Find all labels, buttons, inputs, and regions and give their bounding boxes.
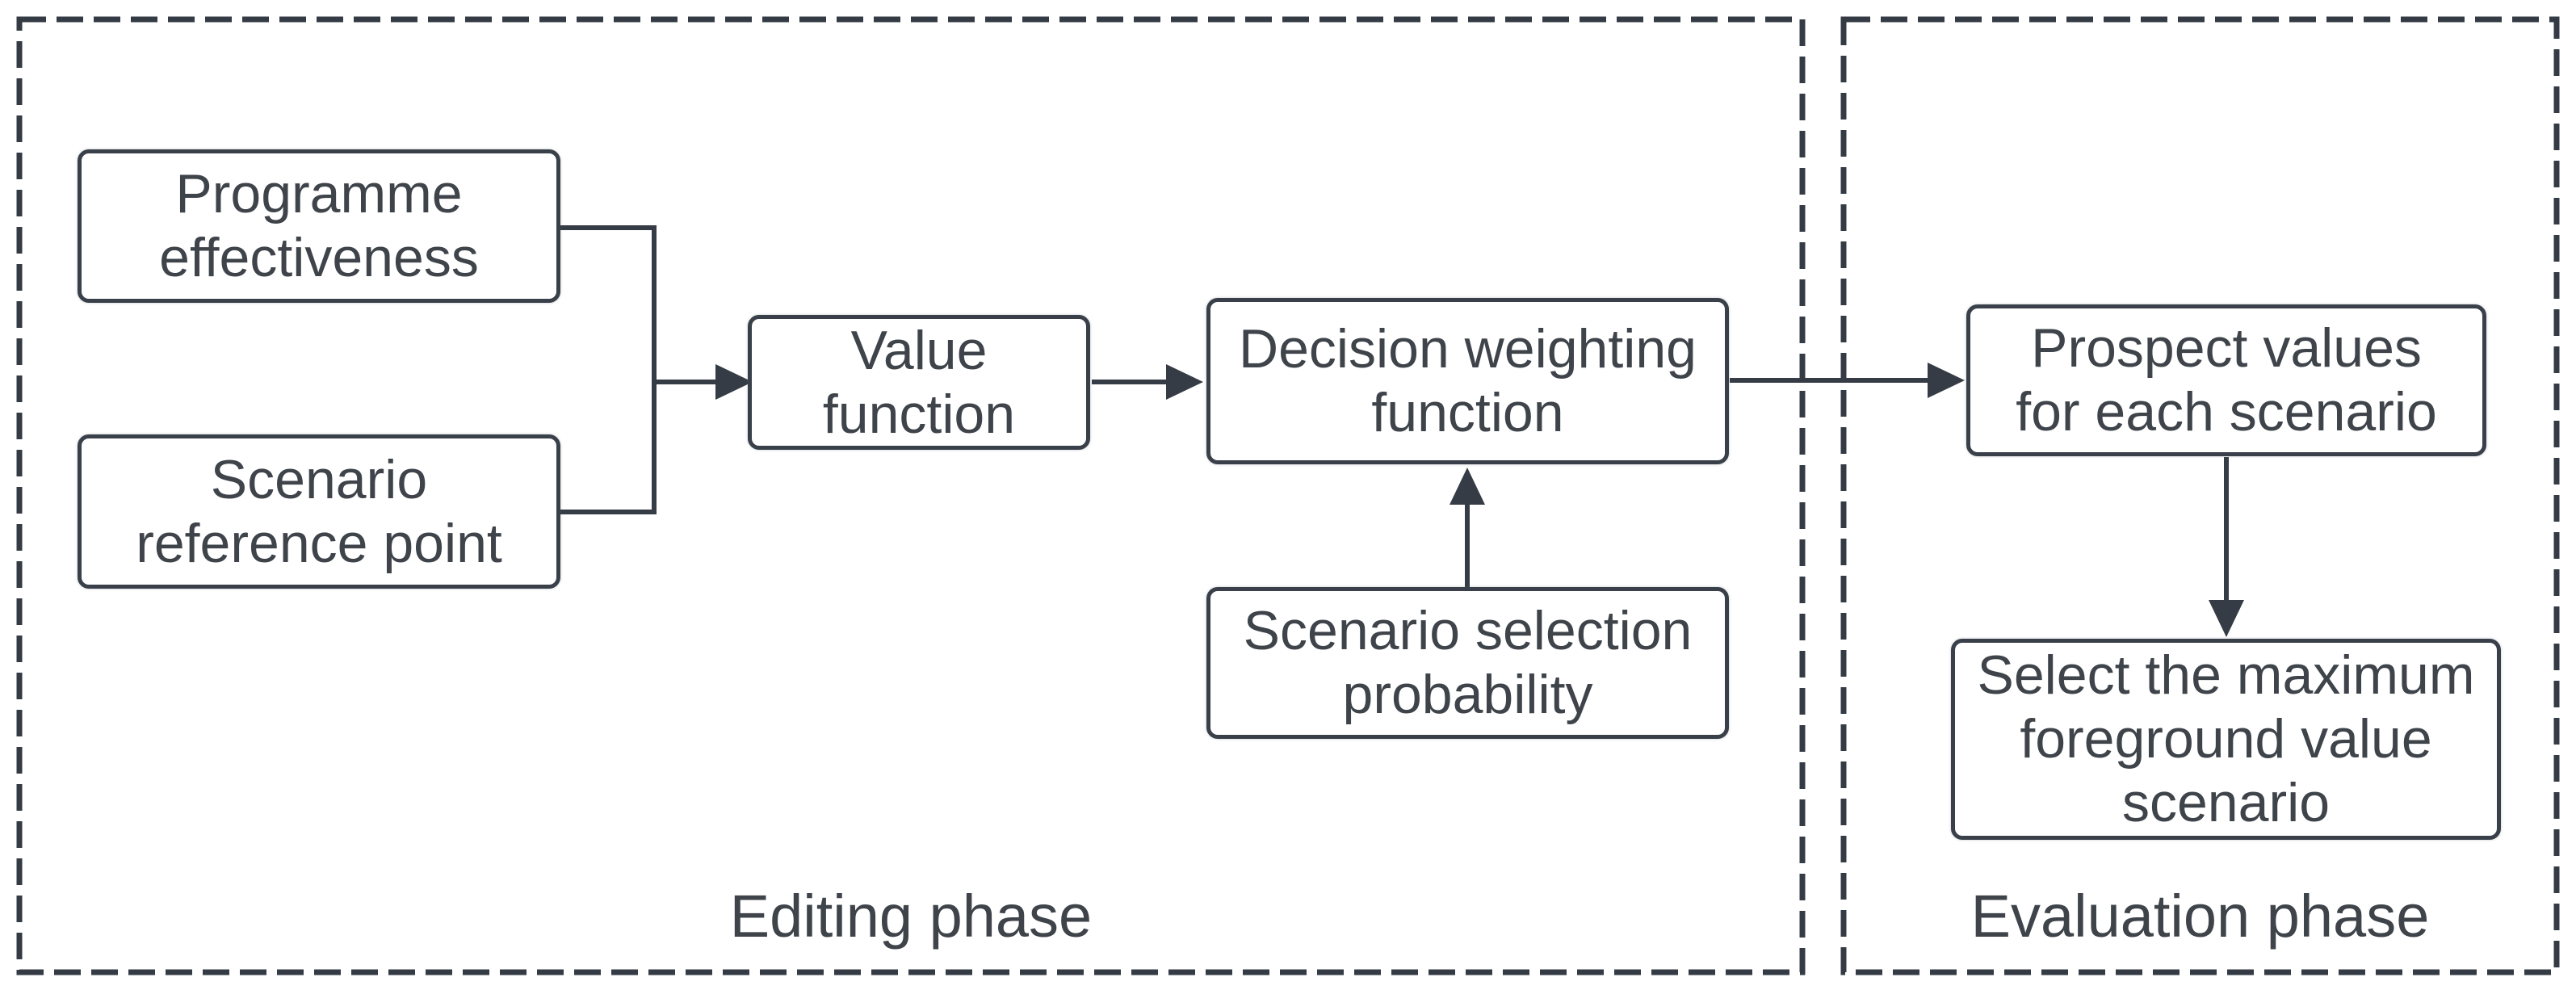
editing-phase-border — [16, 16, 1806, 975]
edge-merge-bracket — [560, 225, 657, 514]
node-label-line: Select the maximum — [1977, 644, 2475, 707]
node-decision-weighting-function: Decision weighting function — [1206, 298, 1729, 464]
node-label-line: function — [1371, 382, 1564, 443]
evaluation-phase-label: Evaluation phase — [1970, 883, 2430, 950]
arrowhead-right-icon — [1928, 363, 1965, 398]
edge-probability-to-decision — [1450, 468, 1485, 587]
node-label-line: Scenario — [210, 448, 428, 510]
node-value-function: Value function — [748, 315, 1090, 450]
node-label-line: effectiveness — [159, 227, 479, 288]
edge-prospect-to-select — [2209, 457, 2244, 637]
node-label-line: for each scenario — [2016, 381, 2437, 443]
edge-decision-to-prospect — [1730, 363, 1965, 398]
node-label-line: function — [822, 383, 1016, 445]
arrowhead-right-icon — [1166, 364, 1203, 400]
node-label-line: Prospect values — [2031, 317, 2422, 380]
node-label-line: probability — [1342, 664, 1593, 725]
edge-to-value-function — [654, 364, 753, 400]
edge-value-to-decision — [1092, 364, 1203, 400]
node-select-maximum-foreground-value-scenario: Select the maximum foreground value scen… — [1951, 639, 2501, 840]
node-label-line: scenario — [2121, 771, 2331, 833]
evaluation-phase-border — [1840, 16, 2560, 975]
node-label-line: Scenario selection — [1243, 600, 1693, 662]
node-label-line: foreground value — [2020, 708, 2432, 770]
node-scenario-selection-probability: Scenario selection probability — [1206, 587, 1729, 739]
editing-phase-label: Editing phase — [729, 883, 1093, 950]
arrowhead-down-icon — [2209, 600, 2244, 637]
node-prospect-values-for-each-scenario: Prospect values for each scenario — [1966, 304, 2486, 456]
node-label-line: Decision weighting — [1239, 318, 1697, 380]
node-programme-effectiveness: Programme effectiveness — [78, 149, 560, 303]
arrowhead-up-icon — [1450, 468, 1485, 505]
arrowhead-right-icon — [715, 364, 753, 400]
node-scenario-reference-point: Scenario reference point — [78, 434, 560, 589]
node-label-line: Programme — [175, 163, 463, 225]
node-label-line: reference point — [136, 512, 502, 574]
node-label-line: Value — [850, 319, 988, 381]
